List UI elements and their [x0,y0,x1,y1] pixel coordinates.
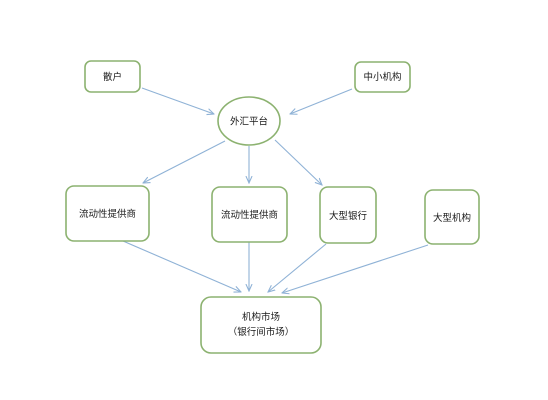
node-big-bank-label: 大型银行 [329,210,368,222]
edge-big-inst-to-market [282,244,429,293]
node-institutional-market: 机构市场 （银行间市场） [200,296,322,354]
edge-platform-to-big-bank [274,139,322,185]
edge-big-bank-to-market [268,243,327,292]
node-big-institution-label: 大型机构 [433,212,471,224]
node-lp2-label: 流动性提供商 [221,209,278,221]
node-institutional-market-line2: （银行间市场） [228,326,295,338]
edge-retail-to-platform [141,87,214,114]
node-sme: 中小机构 [354,61,411,93]
node-fx-platform: 外汇平台 [217,96,281,146]
edges [122,87,429,293]
node-lp2: 流动性提供商 [211,186,288,243]
node-big-bank: 大型银行 [319,186,377,244]
node-lp1: 流动性提供商 [65,185,150,242]
edge-sme-to-platform [290,88,353,114]
node-lp1-label: 流动性提供商 [79,208,136,220]
edge-lp1-to-market [122,240,241,292]
node-big-institution: 大型机构 [424,189,480,245]
node-fx-platform-label: 外汇平台 [230,116,268,128]
node-retail: 散户 [84,60,141,93]
node-sme-label: 中小机构 [363,71,401,83]
node-retail-label: 散户 [103,71,122,83]
node-institutional-market-line1: 机构市场 [242,311,280,323]
edge-platform-to-lp1 [143,140,226,183]
